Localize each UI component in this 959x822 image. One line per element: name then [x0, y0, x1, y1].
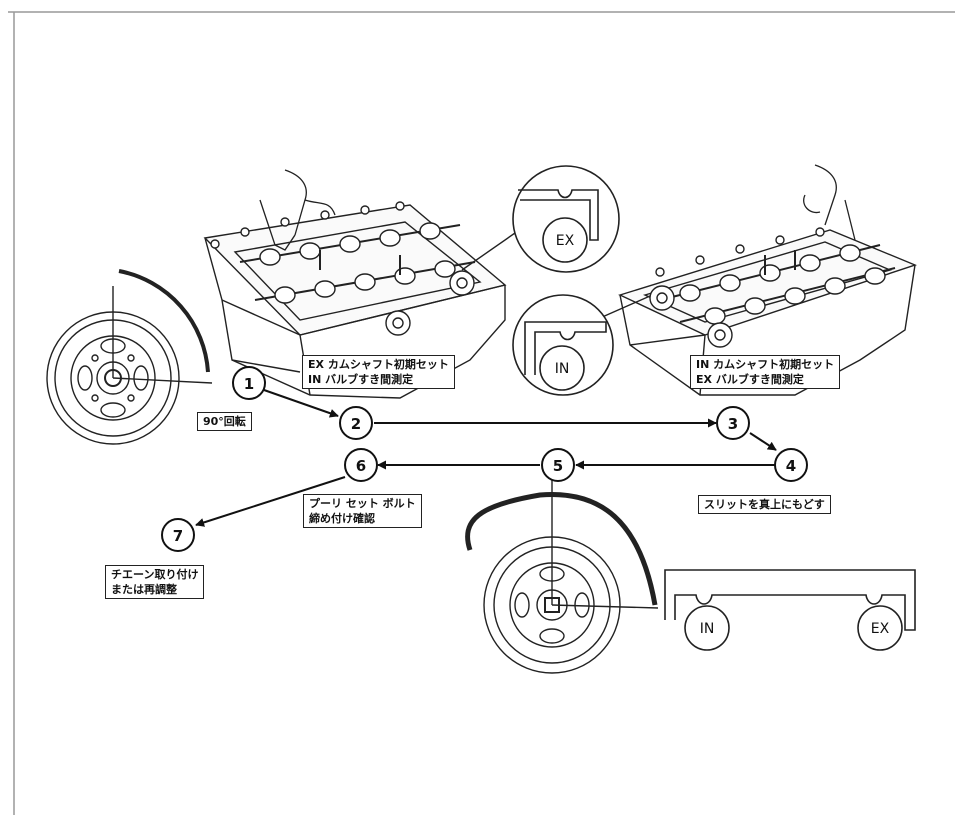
step-number-4: 4 — [786, 457, 796, 475]
step-number-5: 5 — [553, 457, 563, 475]
step-marker-4: 4 — [775, 449, 807, 481]
bottom-pulley — [468, 480, 658, 673]
step-flow-arrows — [196, 390, 776, 525]
step-marker-2: 2 — [340, 407, 372, 439]
step-number-2: 2 — [351, 415, 361, 433]
step-marker-3: 3 — [717, 407, 749, 439]
right-engine-caption-line-1: IN カムシャフト初期セット — [696, 357, 834, 372]
step-6-note: プーリ セット ボルト 締め付け確認 — [303, 494, 422, 528]
step-marker-1: 1 — [233, 367, 265, 399]
left-engine-caption-line-2: IN バルブすき間測定 — [308, 372, 449, 387]
left-engine-caption-line-1: EX カムシャフト初期セット — [308, 357, 449, 372]
step-1-note-text: 90°回転 — [203, 414, 246, 429]
right-engine-caption-line-2: EX バルブすき間測定 — [696, 372, 834, 387]
left-ex-inset-label: EX — [556, 233, 575, 249]
step-7-note: チエーン取り付け または再調整 — [105, 565, 204, 599]
left-engine-caption: EX カムシャフト初期セット IN バルブすき間測定 — [302, 355, 455, 389]
right-engine-caption: IN カムシャフト初期セット EX バルブすき間測定 — [690, 355, 840, 389]
step-number-6: 6 — [356, 457, 366, 475]
step-number-7: 7 — [173, 527, 183, 545]
left-ex-inset — [462, 166, 619, 272]
gauge-ex-label: EX — [871, 621, 890, 637]
left-pulley — [47, 271, 212, 444]
step-marker-6: 6 — [345, 449, 377, 481]
step-6-note-line-1: プーリ セット ボルト — [309, 496, 416, 511]
step-4-note-text: スリットを真上にもどす — [704, 497, 825, 512]
step-1-note: 90°回転 — [197, 412, 252, 431]
step-7-note-line-2: または再調整 — [111, 582, 198, 597]
step-6-note-line-2: 締め付け確認 — [309, 511, 416, 526]
step-marker-7: 7 — [162, 519, 194, 551]
gauge-in-label: IN — [700, 621, 715, 637]
arrow-1-to-2 — [264, 390, 338, 416]
step-7-note-line-1: チエーン取り付け — [111, 567, 198, 582]
right-in-inset-label: IN — [555, 361, 570, 377]
step-marker-5: 5 — [542, 449, 574, 481]
cam-slot-gauge — [665, 570, 915, 650]
arrow-3-to-4 — [750, 433, 776, 450]
step-number-1: 1 — [244, 375, 254, 393]
step-4-note: スリットを真上にもどす — [698, 495, 831, 514]
step-number-3: 3 — [728, 415, 738, 433]
